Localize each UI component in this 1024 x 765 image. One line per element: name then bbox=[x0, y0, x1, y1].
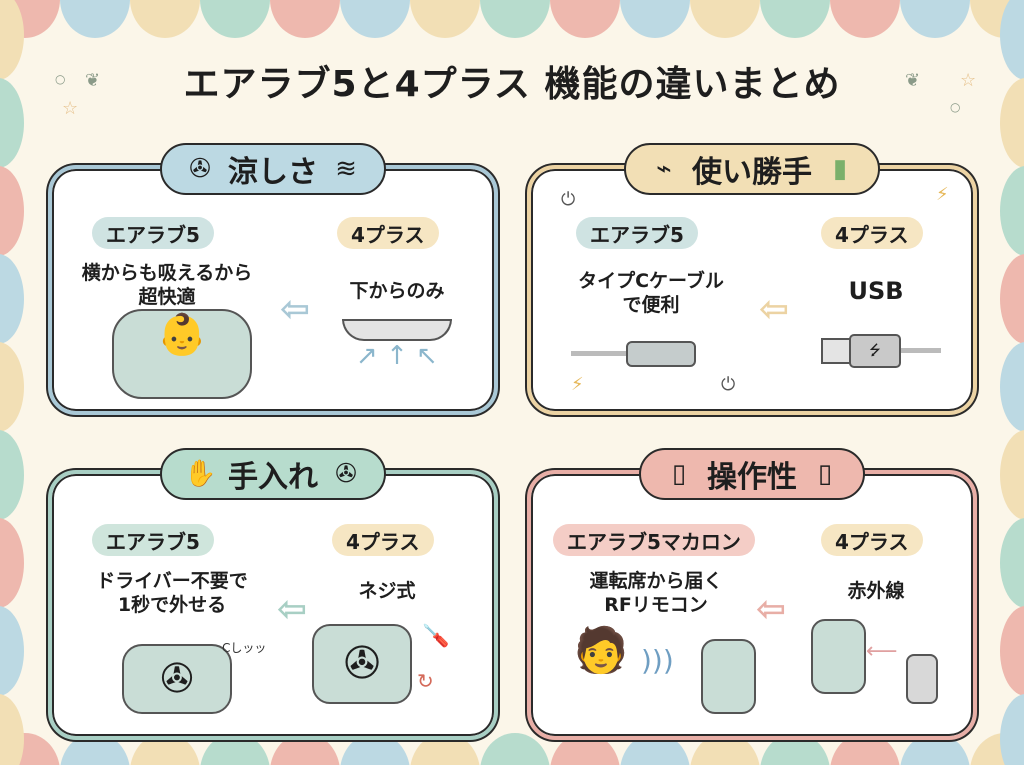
4plus-description: ネジ式 bbox=[358, 580, 416, 602]
circle-icon: ○ bbox=[55, 72, 66, 86]
rotate-arrow-icon: ↻ bbox=[417, 669, 434, 693]
scallop-dot bbox=[1000, 342, 1024, 432]
panel-title: 涼しさ bbox=[228, 155, 318, 190]
left-arrow-icon: ⇦ bbox=[756, 589, 787, 630]
4plus-description: 下からのみ bbox=[349, 280, 445, 302]
scallop-dot bbox=[620, 0, 690, 38]
power-icon: ⏻ bbox=[561, 189, 576, 210]
star-icon: ☆ bbox=[960, 70, 977, 91]
left-dot-border bbox=[0, 0, 26, 765]
airlove5-description: 横からも吸えるから 超快適 bbox=[81, 262, 253, 308]
page-title: エアラブ5と4プラス 機能の違いまとめ bbox=[183, 64, 841, 105]
lightning-icon: ⚡ bbox=[936, 184, 949, 205]
scallop-dot bbox=[480, 733, 550, 765]
airlove5-badge: エアラブ5 bbox=[92, 217, 214, 249]
panel-header-cooling: ✇ 涼しさ ≋ bbox=[160, 143, 386, 195]
fan-icon: ✇ bbox=[189, 154, 211, 184]
panel-title: 操作性 bbox=[707, 460, 797, 495]
lightning-icon: ⚡ bbox=[571, 374, 584, 395]
circle-icon: ○ bbox=[950, 100, 961, 114]
4plus-badge: 4プラス bbox=[821, 524, 923, 556]
scallop-dot bbox=[1000, 430, 1024, 520]
4plus-description: 赤外線 bbox=[847, 580, 905, 602]
leaf-sprig-icon: ❦ bbox=[905, 70, 921, 91]
scallop-dot bbox=[1000, 606, 1024, 696]
scallop-dot bbox=[0, 254, 24, 344]
scallop-dot bbox=[0, 694, 24, 765]
sound-effect-text: Cしッッ bbox=[222, 641, 267, 655]
scallop-dot bbox=[830, 0, 900, 38]
scallop-dot bbox=[1000, 518, 1024, 608]
scallop-dot bbox=[0, 430, 24, 520]
airlove5-badge: エアラブ5 bbox=[576, 217, 698, 249]
airlove5-badge: エアラブ5 bbox=[92, 524, 214, 556]
scallop-dot bbox=[480, 0, 550, 38]
scallop-dot bbox=[270, 0, 340, 38]
infrared-remote-illustration bbox=[906, 654, 938, 704]
wind-icon: ≋ bbox=[335, 154, 357, 184]
left-arrow-icon: ⇦ bbox=[280, 289, 311, 330]
right-dot-border bbox=[998, 0, 1024, 765]
panel-header-operability: ▯ 操作性 ▯ bbox=[639, 448, 865, 500]
car-seat-illustration bbox=[811, 619, 866, 694]
scallop-dot bbox=[0, 342, 24, 432]
usb-a-cable-illustration: ⭍ bbox=[821, 334, 941, 368]
scallop-dot bbox=[0, 606, 24, 696]
4plus-badge: 4プラス bbox=[337, 217, 439, 249]
panel-title: 使い勝手 bbox=[692, 155, 812, 190]
airlove5-macaron-badge: エアラブ5マカロン bbox=[553, 524, 755, 556]
power-icon: ⏻ bbox=[721, 374, 736, 395]
star-icon: ☆ bbox=[62, 98, 79, 119]
remote-icon: ▯ bbox=[817, 459, 833, 489]
usb-c-cable-illustration bbox=[571, 339, 711, 367]
leaf-sprig-icon: ❦ bbox=[85, 70, 101, 91]
panel-operability: ▯ 操作性 ▯ エアラブ5マカロン 4プラス 運転席から届く RFリモコン 赤外… bbox=[527, 448, 977, 740]
scallop-dot bbox=[900, 0, 970, 38]
airlove5-description: タイプCケーブル で便利 bbox=[578, 270, 724, 316]
top-scallop-border bbox=[0, 0, 1024, 40]
left-arrow-icon: ⇦ bbox=[759, 289, 790, 330]
screwdriver-fan-illustration: ✇ bbox=[312, 624, 412, 704]
scallop-dot bbox=[410, 0, 480, 38]
infrared-beam-icon: ⟵ bbox=[866, 639, 898, 664]
fan-bottom-intake-illustration: ↗ ↑ ↖ bbox=[342, 319, 452, 371]
airlove5-macaron-description: 運転席から届く RFリモコン bbox=[589, 570, 723, 616]
baby-car-seat-illustration: 👶 bbox=[112, 309, 252, 399]
car-seat-illustration bbox=[701, 639, 756, 714]
usb-cable-icon: ⌁ bbox=[656, 154, 672, 184]
panel-cooling: ✇ 涼しさ ≋ エアラブ5 4プラス 横からも吸えるから 超快適 下からのみ ⇦… bbox=[48, 143, 498, 415]
panel-header-usability: ⌁ 使い勝手 ▮ bbox=[624, 143, 880, 195]
scallop-dot bbox=[130, 0, 200, 38]
panel-title: 手入れ bbox=[228, 460, 318, 495]
4plus-badge: 4プラス bbox=[821, 217, 923, 249]
remote-icon: ▯ bbox=[671, 459, 687, 489]
driver-rf-remote-illustration: 🧑 bbox=[573, 625, 629, 676]
signal-waves-icon: ))) bbox=[641, 644, 674, 677]
4plus-badge: 4プラス bbox=[332, 524, 434, 556]
scallop-dot bbox=[60, 0, 130, 38]
airlove5-description: ドライバー不要で 1秒で外せる bbox=[96, 570, 248, 616]
left-arrow-icon: ⇦ bbox=[277, 589, 308, 630]
scallop-dot bbox=[550, 0, 620, 38]
screwdriver-icon: 🪛 bbox=[422, 624, 450, 649]
scallop-dot bbox=[340, 0, 410, 38]
panel-usability: ⌁ 使い勝手 ▮ ⏻ ⚡ エアラブ5 4プラス タイプCケーブル で便利 USB… bbox=[527, 143, 977, 415]
battery-icon: ▮ bbox=[832, 154, 848, 184]
hands-removing-fan-illustration: ✇ bbox=[122, 644, 232, 714]
scallop-dot bbox=[1000, 254, 1024, 344]
scallop-dot bbox=[200, 0, 270, 38]
scallop-dot bbox=[1000, 694, 1024, 765]
scallop-dot bbox=[760, 0, 830, 38]
scallop-dot bbox=[0, 166, 24, 256]
scallop-dot bbox=[690, 0, 760, 38]
panel-maintenance: ✋ 手入れ ✇ エアラブ5 4プラス ドライバー不要で 1秒で外せる ネジ式 ⇦… bbox=[48, 448, 498, 740]
4plus-description: USB bbox=[848, 277, 904, 305]
scallop-dot bbox=[1000, 166, 1024, 256]
hand-icon: ✋ bbox=[184, 459, 217, 489]
panel-header-maintenance: ✋ 手入れ ✇ bbox=[160, 448, 386, 500]
scallop-dot bbox=[0, 518, 24, 608]
fan-icon: ✇ bbox=[335, 459, 357, 489]
